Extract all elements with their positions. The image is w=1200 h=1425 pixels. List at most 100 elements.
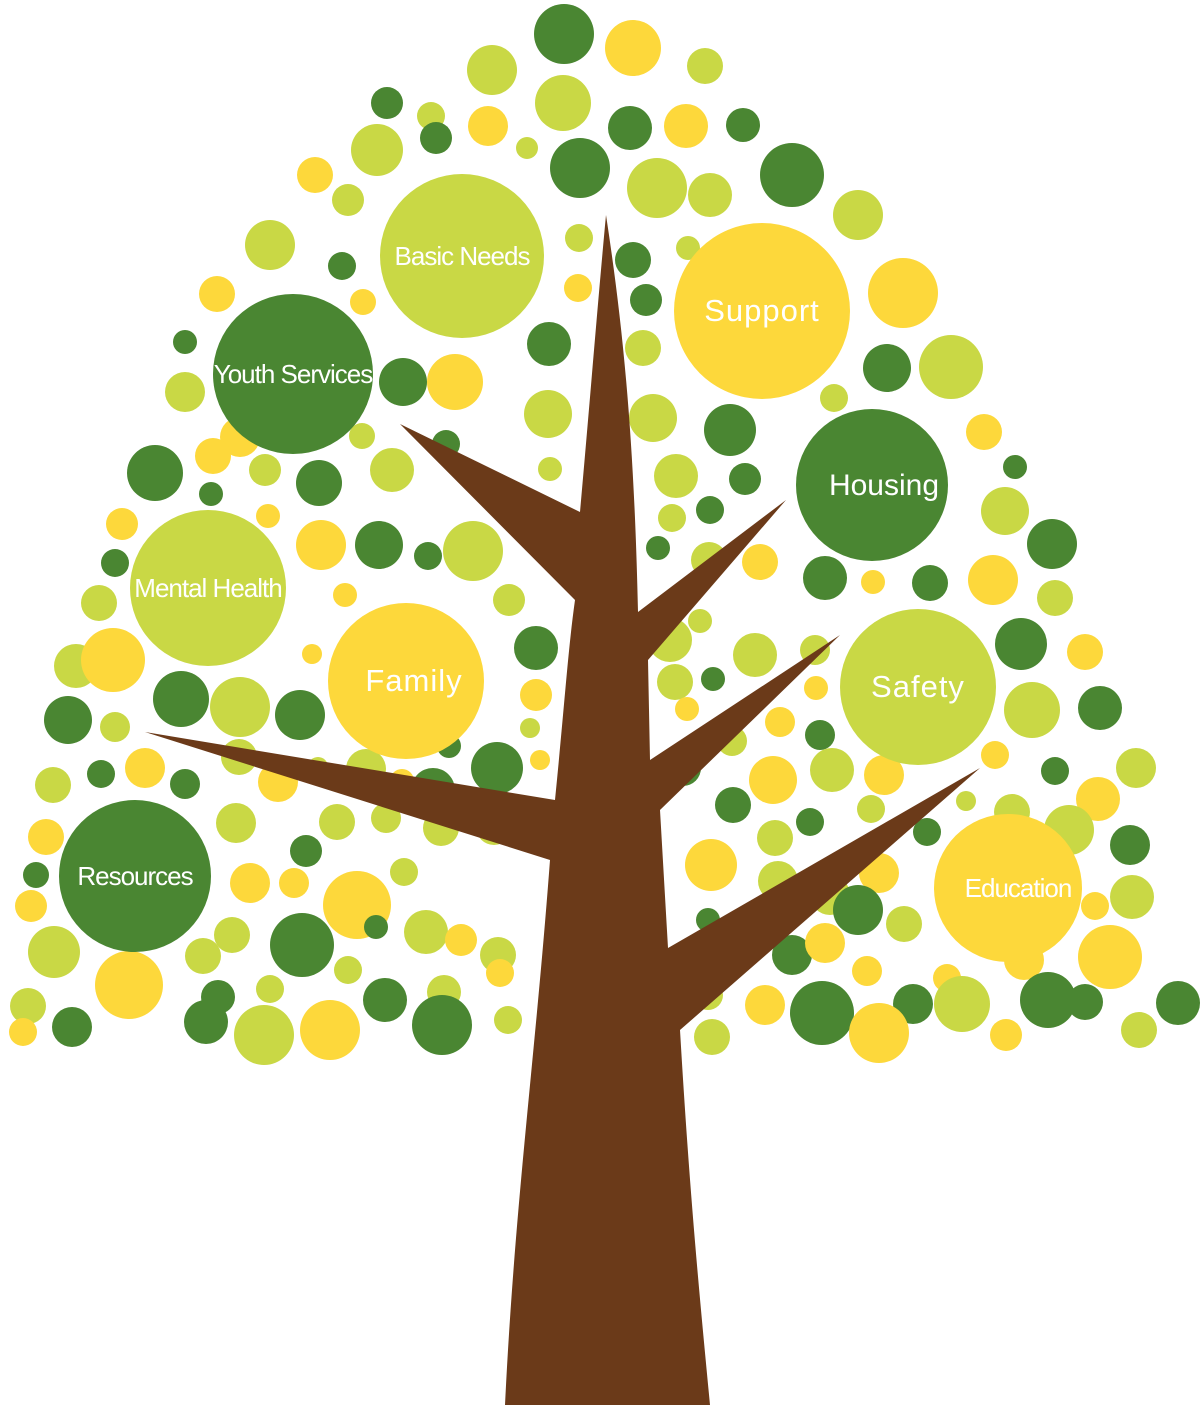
- foliage-dot: [676, 236, 700, 260]
- foliage-dot: [1156, 981, 1200, 1025]
- resources-node: Resources: [59, 800, 211, 952]
- foliage-dot: [245, 220, 295, 270]
- foliage-dot: [995, 618, 1047, 670]
- foliage-dot: [300, 1000, 360, 1060]
- foliage-dot: [351, 124, 403, 176]
- foliage-dot: [195, 438, 231, 474]
- safety-node: Safety: [840, 609, 996, 765]
- foliage-dot: [538, 457, 562, 481]
- foliage-dot: [184, 1000, 228, 1044]
- foliage-dot: [81, 585, 117, 621]
- foliage-dot: [1081, 892, 1109, 920]
- foliage-dot: [9, 1018, 37, 1046]
- foliage-dot: [524, 390, 572, 438]
- foliage-dot: [445, 924, 477, 956]
- foliage-dot: [804, 676, 828, 700]
- safety-circle: [840, 609, 996, 765]
- foliage-dot: [687, 48, 723, 84]
- foliage-dot: [486, 959, 514, 987]
- support-label: Support: [704, 293, 820, 328]
- youth-services-node: Youth Services: [213, 294, 374, 454]
- foliage-dot: [934, 976, 990, 1032]
- foliage-dot: [772, 935, 812, 975]
- foliage-dot: [199, 482, 223, 506]
- foliage-dot: [334, 956, 362, 984]
- housing-label: Housing: [829, 469, 939, 502]
- foliage-dot: [364, 915, 388, 939]
- resources-label: Resources: [77, 861, 193, 891]
- foliage-dot: [514, 626, 558, 670]
- foliage-dot: [912, 565, 948, 601]
- foliage-dot: [550, 138, 610, 198]
- foliage-dot: [630, 284, 662, 316]
- foliage-dot: [608, 106, 652, 150]
- foliage-dot: [1067, 634, 1103, 670]
- housing-node: Housing: [796, 409, 948, 561]
- foliage-dot: [125, 748, 165, 788]
- foliage-dot: [886, 906, 922, 942]
- foliage-dot: [296, 520, 346, 570]
- foliage-dot: [173, 330, 197, 354]
- family-node: Family: [328, 603, 484, 759]
- foliage-dot: [468, 106, 508, 146]
- foliage-dot: [349, 423, 375, 449]
- foliage-dot: [81, 628, 145, 692]
- foliage-dot: [849, 1003, 909, 1063]
- foliage-dot: [106, 508, 138, 540]
- education-node: Education: [934, 814, 1082, 962]
- foliage-dot: [715, 787, 751, 823]
- foliage-dot: [28, 819, 64, 855]
- foliage-dot: [625, 330, 661, 366]
- foliage-dot: [605, 20, 661, 76]
- foliage-dot: [1004, 682, 1060, 738]
- mental-health-label: Mental Health: [134, 573, 281, 603]
- family-circle: [328, 603, 484, 759]
- foliage-dot: [688, 173, 732, 217]
- foliage-dot: [627, 158, 687, 218]
- trunk: [145, 215, 980, 1405]
- foliage-dot: [270, 913, 334, 977]
- foliage-dot: [35, 767, 71, 803]
- foliage-dot: [863, 344, 911, 392]
- foliage-dot: [726, 108, 760, 142]
- foliage-dot: [696, 496, 724, 524]
- foliage-dot: [427, 354, 483, 410]
- foliage-dot: [803, 556, 847, 600]
- foliage-dot: [1110, 825, 1150, 865]
- foliage-dot: [95, 951, 163, 1019]
- foliage-dot: [443, 521, 503, 581]
- foliage-dot: [520, 679, 552, 711]
- foliage-dot: [332, 184, 364, 216]
- foliage-dot: [414, 542, 442, 570]
- foliage-dot: [527, 322, 571, 366]
- foliage-dot: [390, 858, 418, 886]
- foliage-dot: [170, 769, 200, 799]
- foliage-dot: [790, 981, 854, 1045]
- foliage-dot: [355, 521, 403, 569]
- foliage-dot: [864, 755, 904, 795]
- foliage-dot: [749, 756, 797, 804]
- foliage-dot: [1110, 875, 1154, 919]
- foliage-dot: [370, 448, 414, 492]
- foliage-dot: [629, 394, 677, 442]
- foliage-dot: [820, 384, 848, 412]
- foliage-dot: [913, 818, 941, 846]
- foliage-dot: [675, 697, 699, 721]
- foliage-dot: [214, 917, 250, 953]
- foliage-dot: [1027, 519, 1077, 569]
- foliage-dot: [664, 104, 708, 148]
- foliage-dot: [1078, 925, 1142, 989]
- foliage-dot: [565, 224, 593, 252]
- youth-services-circle: [213, 294, 373, 454]
- foliage-dot: [868, 258, 938, 328]
- foliage-dot: [1020, 972, 1076, 1028]
- foliage-dot: [199, 276, 235, 312]
- foliage-dot: [1003, 455, 1027, 479]
- foliage-dot: [833, 190, 883, 240]
- support-node: Support: [674, 223, 850, 399]
- foliage-dot: [685, 839, 737, 891]
- foliage-dot: [968, 555, 1018, 605]
- foliage-dot: [861, 570, 885, 594]
- foliage-dot: [494, 1006, 522, 1034]
